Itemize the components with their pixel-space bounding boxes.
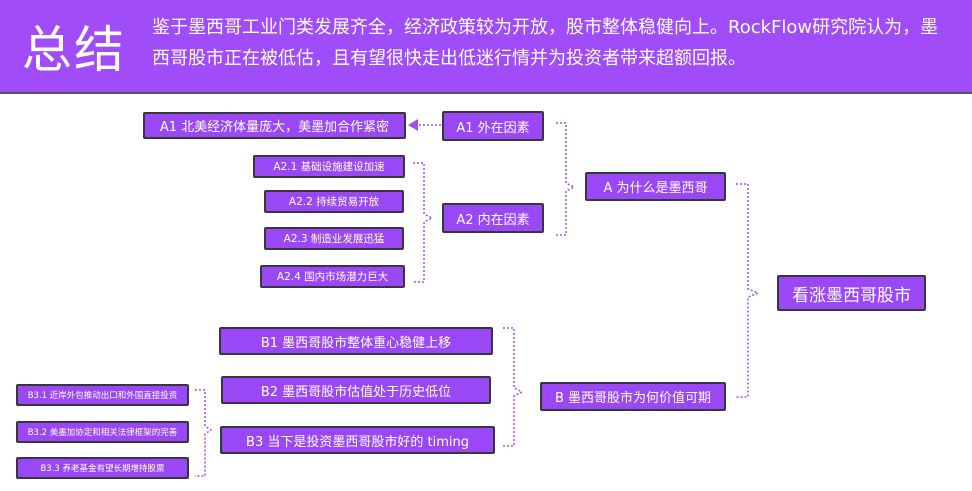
node-a2-4: A2.4 国内市场潜力巨大 bbox=[260, 265, 405, 288]
node-b3-2: B3.2 美墨加协定和相关法律框架的完善 bbox=[16, 421, 189, 443]
node-a: A 为什么是墨西哥 bbox=[585, 172, 726, 201]
node-a2-2: A2.2 持续贸易开放 bbox=[264, 190, 404, 213]
node-b1: B1 墨西哥股市整体重心稳健上移 bbox=[219, 327, 493, 355]
bracket-root bbox=[736, 183, 761, 398]
node-a2-1: A2.1 基础设施建设加速 bbox=[253, 155, 405, 178]
node-b2: B2 墨西哥股市估值处于历史低位 bbox=[221, 376, 491, 404]
node-b: B 墨西哥股市为何价值可期 bbox=[540, 382, 726, 411]
bracket-a bbox=[556, 122, 576, 236]
header-banner: 总结 鉴于墨西哥工业门类发展齐全，经济政策较为开放，股市整体稳健向上。RockF… bbox=[0, 0, 972, 94]
page-title: 总结 bbox=[22, 21, 126, 79]
node-root: 看涨墨西哥股市 bbox=[777, 275, 926, 311]
node-a1-detail: A1 北美经济体量庞大，美墨加合作紧密 bbox=[143, 112, 406, 139]
node-a2-3: A2.3 制造业发展迅猛 bbox=[264, 227, 404, 250]
node-a1: A1 外在因素 bbox=[442, 111, 544, 141]
bracket-a2 bbox=[413, 162, 434, 283]
node-b3-3: B3.3 养老基金有望长期增持股票 bbox=[16, 457, 189, 479]
node-b3: B3 当下是投资墨西哥股市好的 timing bbox=[220, 426, 495, 454]
bracket-b3 bbox=[195, 389, 213, 477]
node-b3-1: B3.1 近岸外包推动出口和外国直接投资 bbox=[16, 384, 189, 406]
arrowhead-icon bbox=[408, 119, 418, 131]
bracket-b bbox=[503, 327, 524, 447]
node-a2: A2 内在因素 bbox=[442, 203, 544, 233]
summary-text: 鉴于墨西哥工业门类发展齐全，经济政策较为开放，股市整体稳健向上。RockFlow… bbox=[152, 17, 939, 69]
